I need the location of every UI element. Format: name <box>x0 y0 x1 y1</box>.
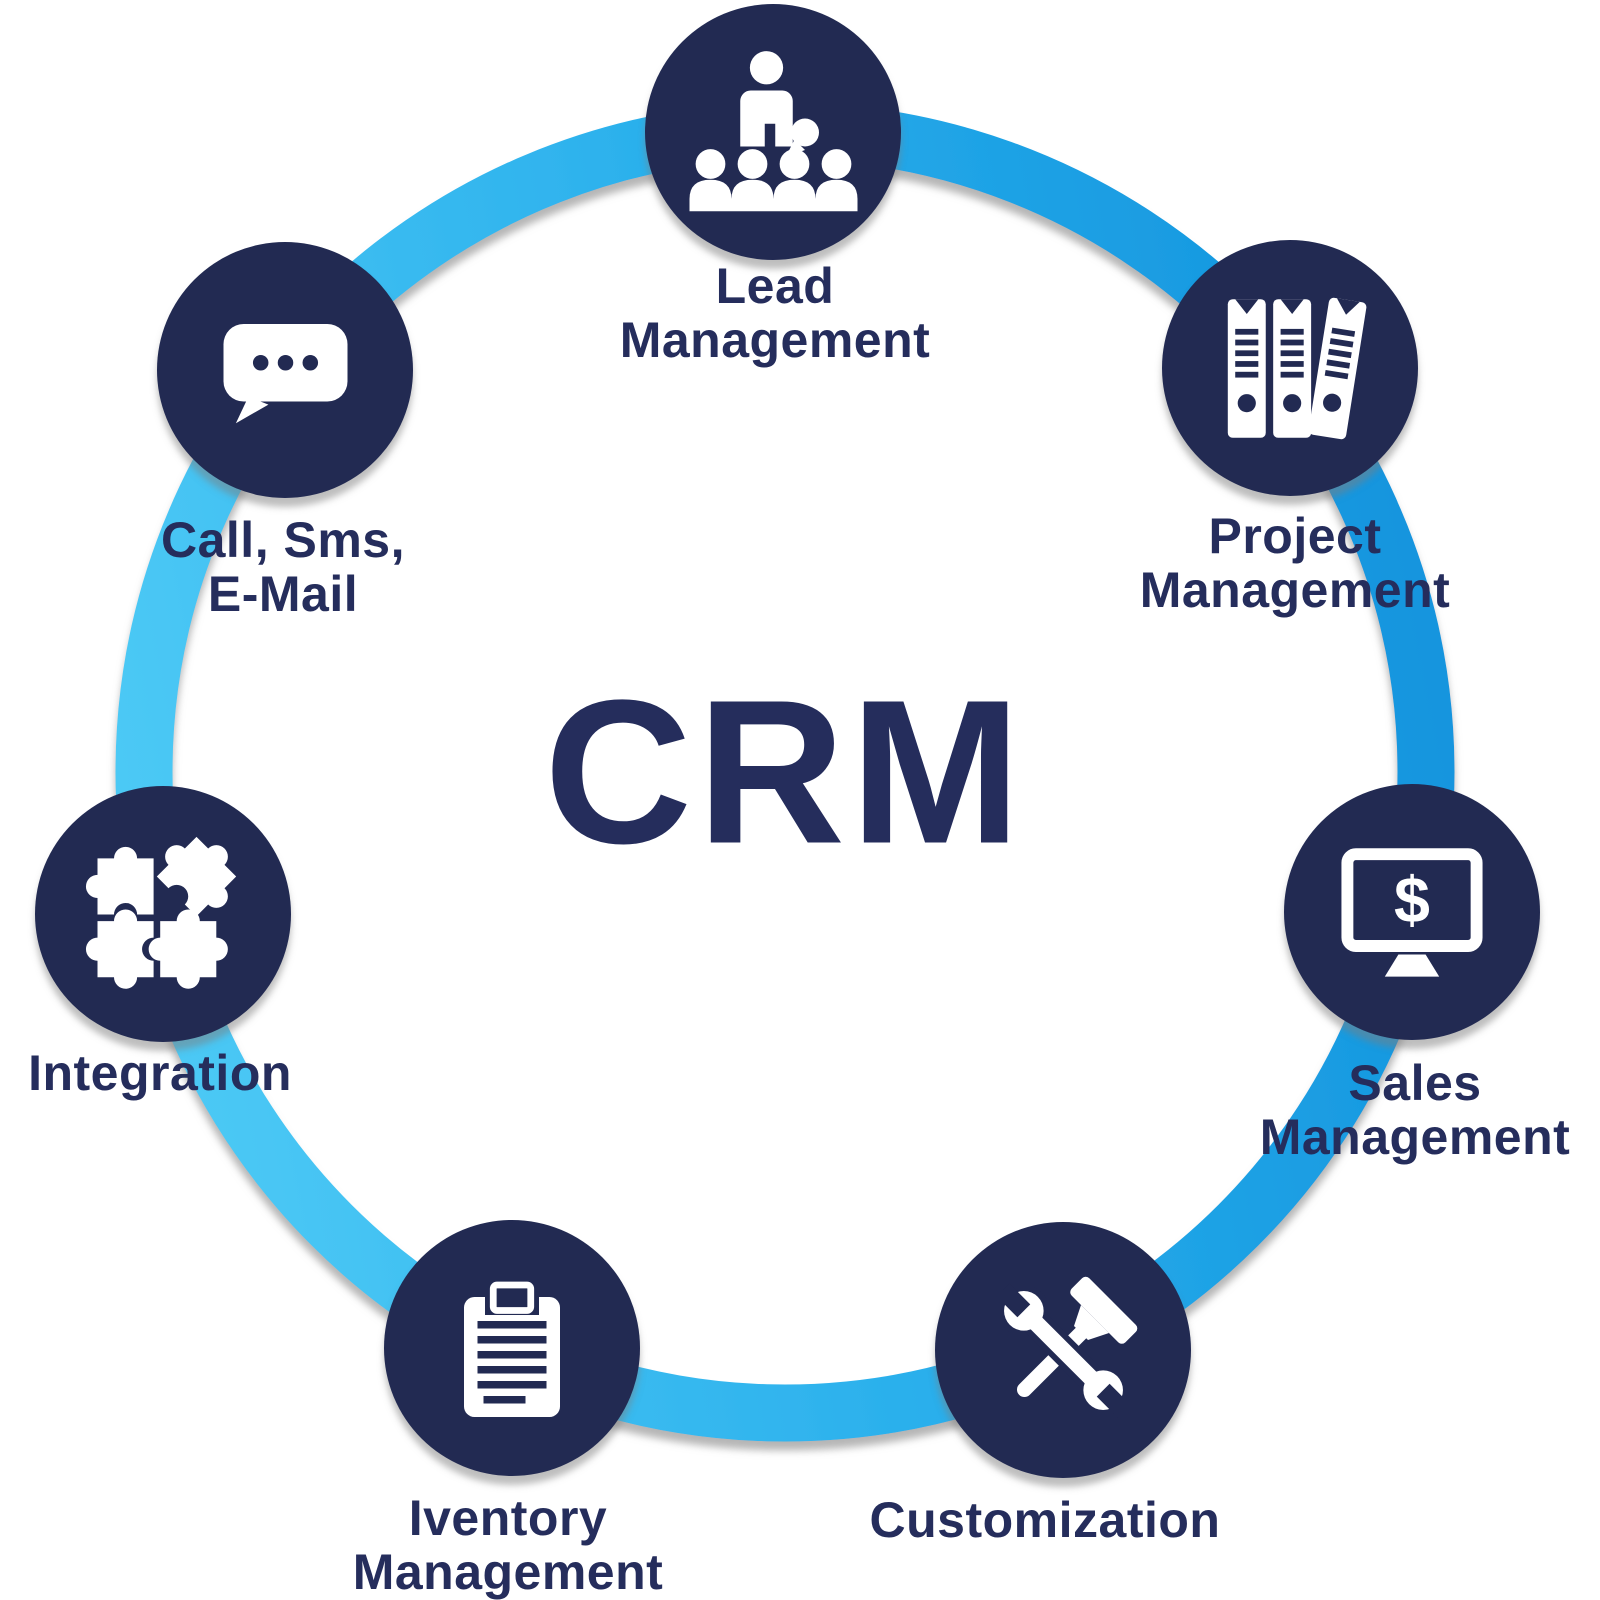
clipboard-icon <box>464 1281 560 1417</box>
node-customization <box>935 1222 1191 1478</box>
label-lead-management: Lead Management <box>620 259 931 367</box>
label-line: Management <box>619 312 931 368</box>
label-integration: Integration <box>28 1046 292 1100</box>
label-customization: Customization <box>870 1493 1221 1547</box>
svg-text:$: $ <box>1394 864 1430 936</box>
chat-bubble-icon <box>223 323 347 423</box>
label-line: E-Mail <box>207 566 359 622</box>
label-line: Iventory <box>408 1490 608 1546</box>
label-line: Management <box>352 1544 664 1600</box>
label-line: Sales <box>1348 1055 1482 1111</box>
center-title: CRM <box>544 657 1026 887</box>
label-line: Management <box>1259 1109 1571 1165</box>
node-sales-management: $ <box>1284 784 1540 1040</box>
binders-icon <box>1227 297 1366 439</box>
node-integration <box>35 786 291 1042</box>
label-line: Management <box>1139 562 1451 618</box>
wrench-hammer-icon <box>995 1276 1137 1418</box>
label-line: Project <box>1208 508 1382 564</box>
label-line: Integration <box>28 1045 292 1101</box>
node-project-management <box>1162 240 1418 496</box>
label-line: Customization <box>869 1492 1221 1548</box>
node-lead-management <box>645 4 901 260</box>
label-iventory-management: Iventory Management <box>353 1491 664 1599</box>
label-call-sms-email: Call, Sms, E-Mail <box>161 513 405 621</box>
label-project-management: Project Management <box>1140 509 1451 617</box>
node-call-sms-email <box>157 242 413 498</box>
label-sales-management: Sales Management <box>1260 1056 1571 1164</box>
node-iventory-management <box>384 1220 640 1476</box>
monitor-dollar-icon: $ <box>1341 848 1483 977</box>
label-line: Call, Sms, <box>161 512 405 568</box>
label-line: Lead <box>715 258 835 314</box>
team-leader-icon <box>689 50 857 211</box>
wrench-icon <box>995 1282 1131 1418</box>
puzzle-icon <box>85 836 236 989</box>
